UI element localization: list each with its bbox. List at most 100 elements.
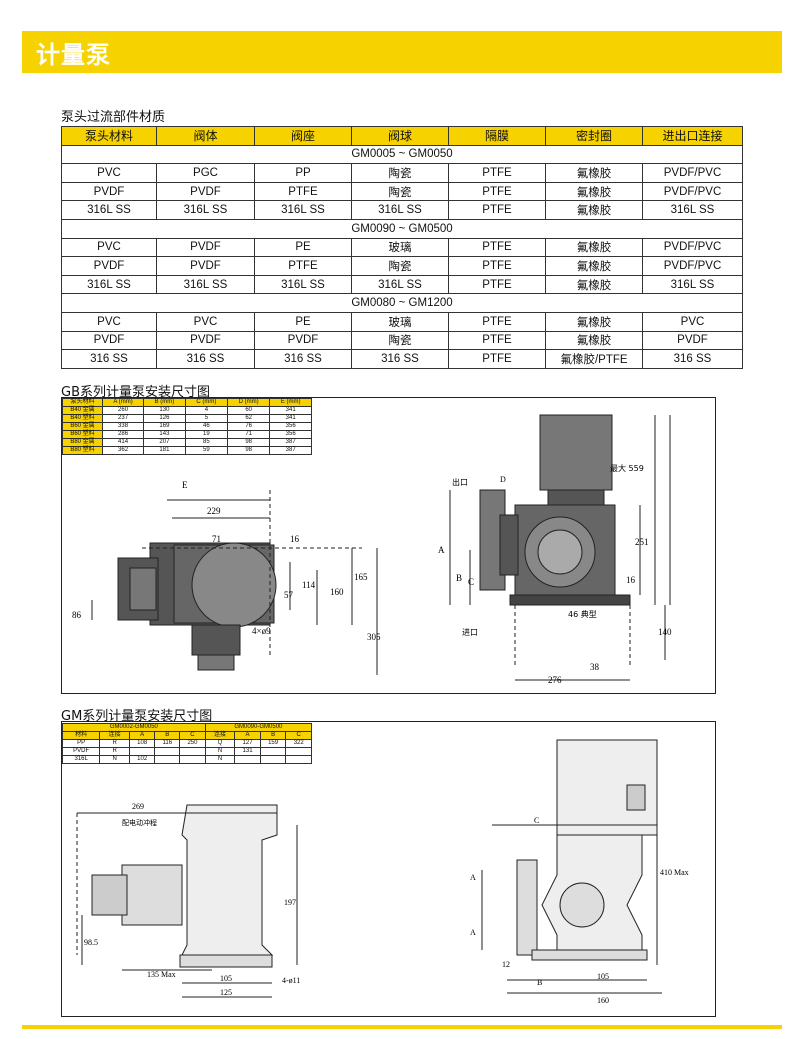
label-B: B: [537, 978, 542, 987]
table-cell: 316L SS: [61, 274, 157, 295]
table-cell: PTFE: [254, 256, 352, 276]
gm-row: PP R 108 116 250 Q 127 159 322: [61, 739, 312, 748]
table-cell: PTFE: [448, 181, 546, 202]
table-cell: 316L SS: [351, 200, 449, 220]
dim-114: 114: [302, 580, 316, 590]
table-cell: 氟橡胶: [545, 274, 643, 295]
table-cell: PVDF: [61, 330, 157, 351]
table-cell: PTFE: [448, 237, 546, 258]
gb-cell: 98: [227, 438, 271, 447]
table-cell: PTFE: [448, 200, 546, 220]
dim-305: 305: [367, 632, 381, 642]
footer-rule: [22, 1025, 782, 1029]
gb-cell: 62: [227, 414, 271, 423]
table-cell: 陶瓷: [351, 181, 449, 202]
gb-cell: 362: [101, 446, 145, 455]
table-cell: 氟橡胶: [545, 330, 643, 351]
table-cell: 316L SS: [156, 200, 255, 220]
gb-cell: 286: [101, 430, 145, 439]
gm-group2: GM0090-GM0500: [204, 723, 313, 732]
dim-160: 160: [330, 587, 344, 597]
table-cell: PTFE: [448, 163, 546, 183]
gm-row: 316L N 102 N: [61, 755, 312, 764]
materials-header-row: 泵头材料 阀体 阀座 阀球 隔膜 密封圈 进出口连接: [61, 126, 743, 146]
table-cell: 氟橡胶: [545, 181, 643, 202]
gb-th: A (mm): [101, 398, 145, 407]
label-410: 410 Max: [660, 868, 689, 877]
gm-cell: N: [204, 747, 236, 756]
gb-left-drawing: E 229 71 16 114 57 160 165 86 305 4×ø9: [72, 480, 381, 675]
dim-holes: 4-ø11: [282, 976, 300, 985]
table-cell: PVC: [61, 237, 157, 258]
gb-cell: 414: [101, 438, 145, 447]
gm-row: PVDF R N 131: [61, 747, 312, 756]
label-140: 140: [658, 627, 672, 637]
label-105: 105: [597, 972, 609, 981]
label-A2: A: [470, 928, 476, 937]
gb-cell: 387: [269, 446, 312, 455]
table-cell: PTFE: [448, 274, 546, 295]
label-A: A: [438, 545, 445, 555]
table-cell: 316L SS: [642, 274, 743, 295]
table-cell: PTFE: [448, 330, 546, 351]
label-A1: A: [470, 873, 476, 882]
gm-cell: [154, 747, 181, 756]
gb-cell: 60: [227, 406, 271, 415]
gm-cell: 250: [179, 739, 206, 748]
gm-cell: 159: [259, 739, 287, 748]
gm-th: A: [128, 731, 156, 740]
table-cell: 316L SS: [61, 200, 157, 220]
col-header: 阀体: [156, 126, 255, 146]
table-cell: PVDF/PVC: [642, 237, 743, 258]
gb-cell: 126: [143, 414, 186, 423]
gm-cell: N: [204, 755, 236, 764]
gm-cell: PP: [61, 739, 101, 748]
dim-note: 配电动冲程: [122, 818, 157, 827]
gb-cell: 341: [269, 414, 312, 423]
dim-165: 165: [354, 572, 368, 582]
gm-dimension-table: GM0002-GM0050 GM0090-GM0500 材料 连接 A B C …: [61, 723, 313, 764]
header-bar: 计量泵: [22, 31, 782, 73]
table-cell: 氟橡胶: [545, 311, 643, 332]
gb-th: D (mm): [227, 398, 271, 407]
gb-cell: B60 金属: [62, 422, 103, 431]
label-12: 12: [502, 960, 510, 969]
col-header: 泵头材料: [61, 126, 157, 146]
gm-title: GM系列计量泵安装尺寸图: [61, 709, 213, 724]
gb-title: GB系列计量泵安装尺寸图: [61, 385, 210, 400]
gm-cell: [179, 747, 206, 756]
gb-cell: B60 塑料: [62, 430, 103, 439]
gb-th: 泵头材料: [62, 398, 103, 407]
gm-cell: [259, 755, 287, 764]
table-cell: PGC: [156, 163, 255, 183]
gm-th: C: [285, 731, 312, 740]
table-cell: PVDF: [61, 256, 157, 276]
group-row: GM0090 ~ GM0500: [61, 218, 743, 239]
gm-cell: [154, 755, 181, 764]
gm-cell: PVDF: [61, 747, 101, 756]
table-cell: PVDF/PVC: [642, 163, 743, 183]
table-cell: 玻璃: [351, 237, 449, 258]
label-46: 46 典型: [568, 609, 597, 619]
table-cell: PE: [254, 311, 352, 332]
table-cell: PVDF: [156, 237, 255, 258]
gb-cell: 341: [269, 406, 312, 415]
table-cell: 氟橡胶: [545, 256, 643, 276]
gb-cell: 260: [101, 406, 145, 415]
table-cell: PVDF: [254, 330, 352, 351]
gb-cell: 169: [143, 422, 186, 431]
gm-cell: R: [99, 747, 130, 756]
table-cell: PTFE: [448, 349, 546, 369]
table-cell: 氟橡胶/PTFE: [545, 349, 643, 369]
gm-cell: [179, 755, 206, 764]
table-cell: 氟橡胶: [545, 163, 643, 183]
table-cell: PVC: [61, 311, 157, 332]
